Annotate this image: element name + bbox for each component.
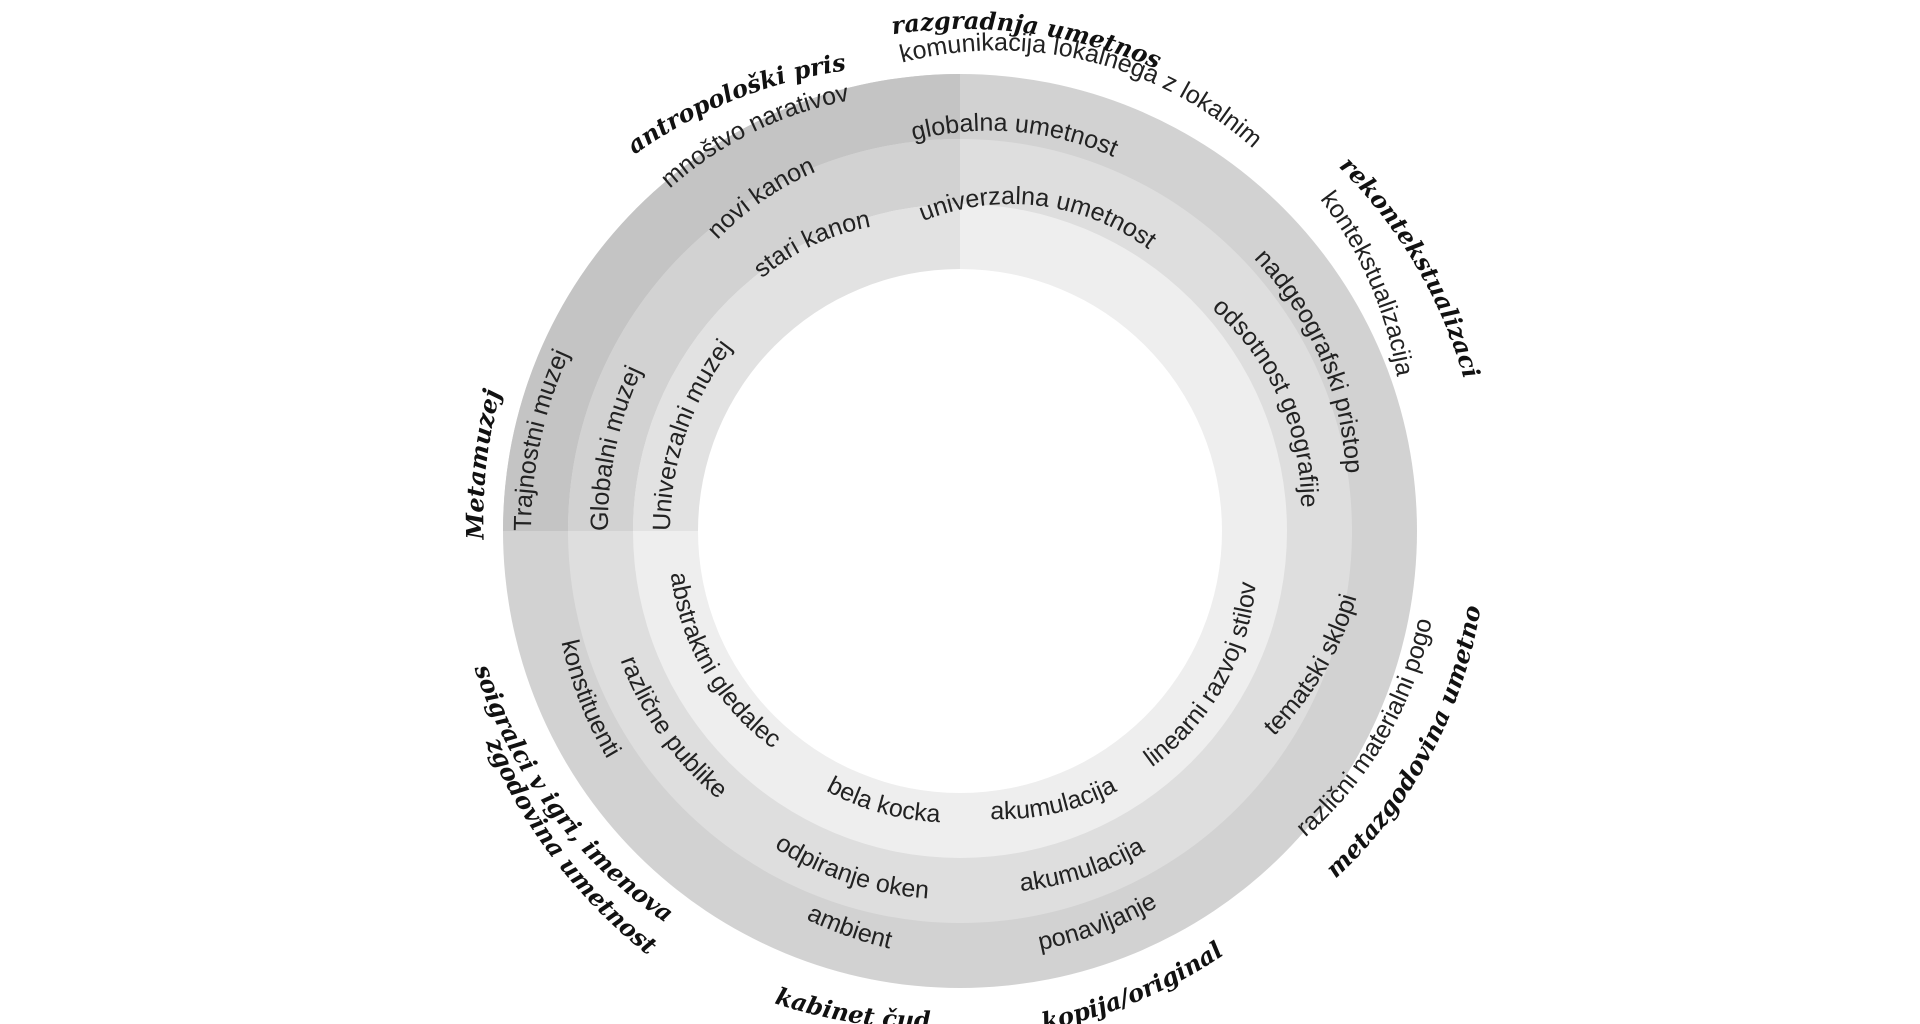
label-metamuzej: Metamuzej [460, 386, 506, 541]
center-circle [698, 269, 1222, 793]
